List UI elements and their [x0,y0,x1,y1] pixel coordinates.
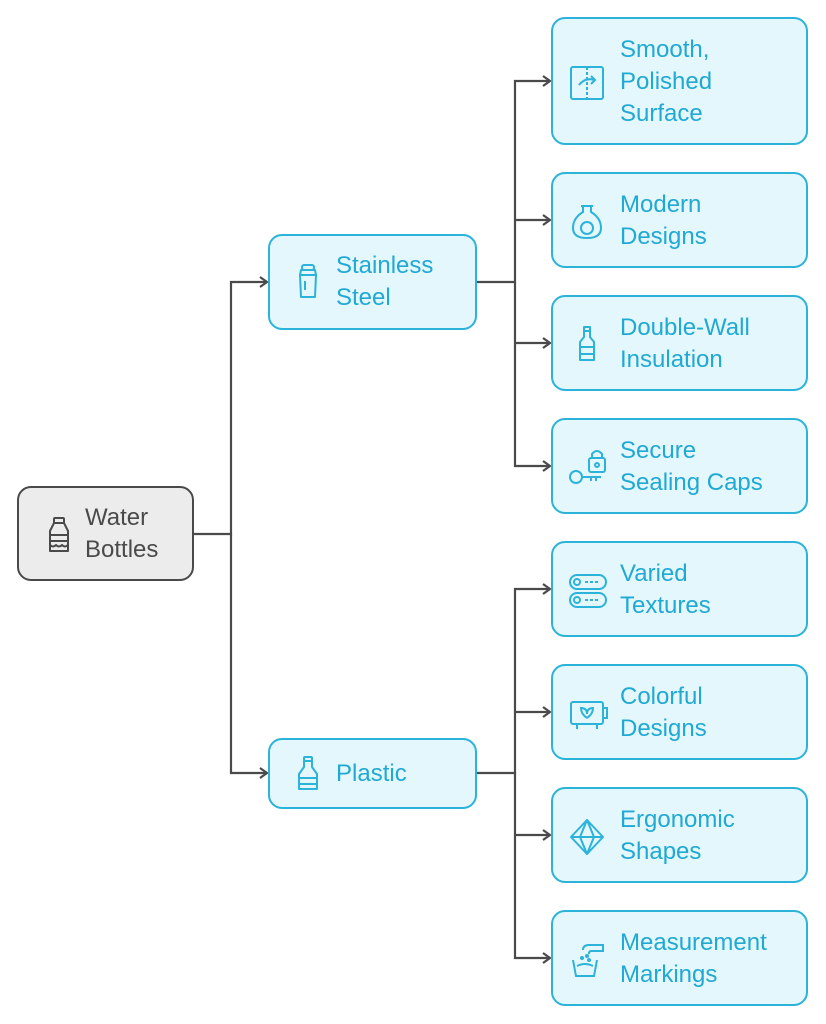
edge-plastic-varied [477,583,552,775]
node-smooth-polished-surface: Smooth, Polished Surface [551,17,808,145]
node-ergonomic-shapes: Ergonomic Shapes [551,787,808,883]
node-label: Double-Wall Insulation [620,314,750,373]
node-modern-designs: Modern Designs [551,172,808,268]
node-label: Ergonomic Shapes [620,806,735,865]
node-label: Modern Designs [620,191,707,250]
node-varied-textures: Varied Textures [551,541,808,637]
edge-plastic-measure [513,773,552,964]
glass-bottle-icon [288,754,328,794]
vase-icon [567,202,607,242]
key-lock-icon [567,448,607,488]
node-measurement-markings: Measurement Markings [551,910,808,1006]
plastic-bottle-icon [39,515,79,555]
node-label: Plastic [336,760,407,787]
node-secure-sealing-caps: Secure Sealing Caps [551,418,808,514]
node-label: Stainless Steel [336,252,434,311]
node-plastic: Plastic [268,738,477,809]
node-double-wall-insulation: Double-Wall Insulation [551,295,808,391]
diamond-icon [567,817,607,857]
node-water-bottles: Water Bottles [17,486,194,581]
colorful-display-icon [567,694,608,734]
node-stainless-steel: Stainless Steel [268,234,477,330]
surface-door-icon [567,63,607,103]
edge-root-plastic [229,534,269,779]
node-label: Smooth, Polished Surface [620,36,713,127]
textures-icon [567,571,607,611]
edge-root-stainless [194,276,269,536]
edge-stainless-smooth [477,75,552,284]
node-label: Varied Textures [620,560,711,619]
node-label: Water Bottles [85,504,159,563]
node-label: Secure Sealing Caps [620,437,763,496]
steel-bottle-icon [288,262,328,302]
edge-stainless-secure [513,282,552,472]
bottle-icon [567,324,607,364]
measuring-faucet-icon [567,940,607,980]
node-label: Measurement Markings [620,929,767,988]
node-colorful-designs: Colorful Designs [551,664,808,760]
node-label: Colorful Designs [620,683,707,742]
